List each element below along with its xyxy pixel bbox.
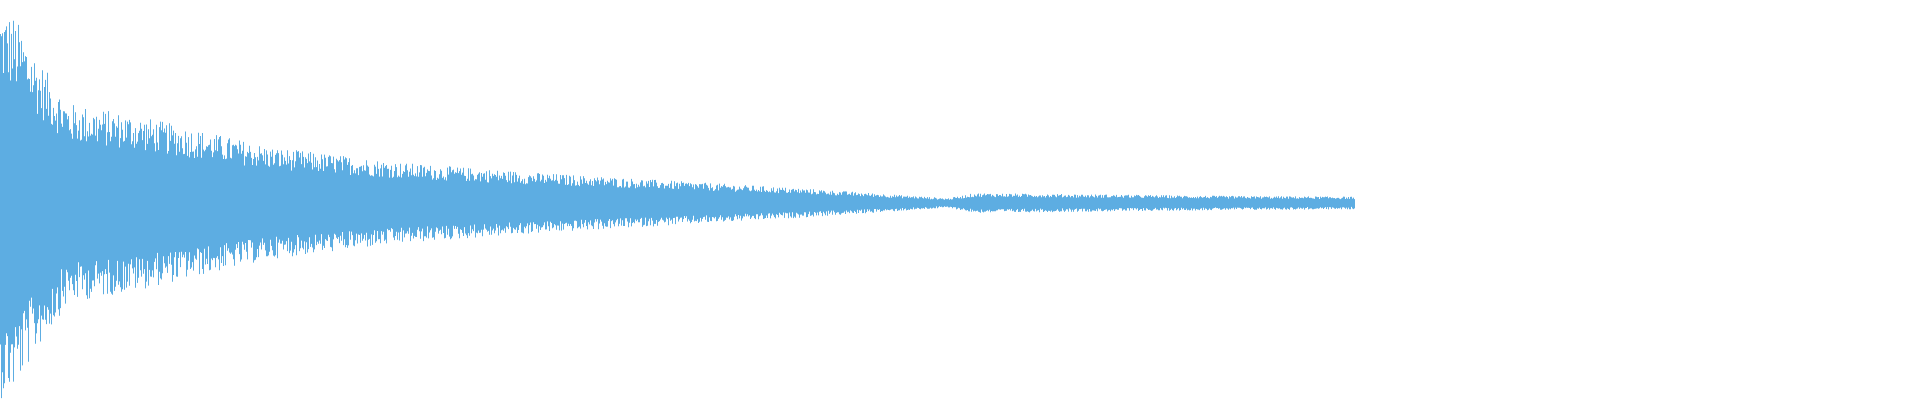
audio-waveform: [0, 20, 1355, 399]
